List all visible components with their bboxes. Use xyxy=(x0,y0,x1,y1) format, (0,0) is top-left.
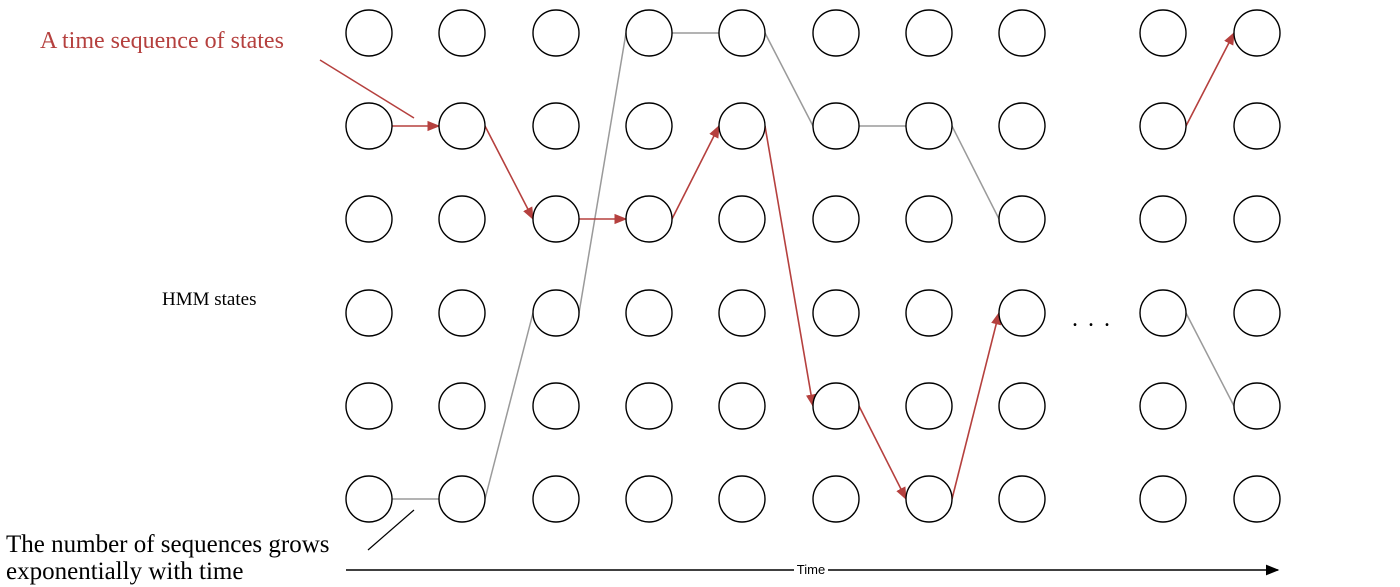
state-node-t6-s1 xyxy=(812,9,860,57)
growth-label-pointer xyxy=(367,509,415,551)
alternate-sequence-path xyxy=(392,32,1235,500)
state-node-t7-s1 xyxy=(905,9,953,57)
state-node-t7-s4 xyxy=(905,289,953,337)
state-node-t1-s2 xyxy=(345,102,393,150)
state-node-t4-s1 xyxy=(625,9,673,57)
state-node-t8-s4 xyxy=(998,289,1046,337)
state-node-t9-s2 xyxy=(1139,102,1187,150)
state-node-t8-s6 xyxy=(998,475,1046,523)
state-node-t1-s4 xyxy=(345,289,393,337)
state-node-t6-s5 xyxy=(812,382,860,430)
state-node-t8-s3 xyxy=(998,195,1046,243)
state-node-t3-s1 xyxy=(532,9,580,57)
state-node-t6-s2 xyxy=(812,102,860,150)
highlighted-transition xyxy=(951,311,1002,500)
state-node-t4-s3 xyxy=(625,195,673,243)
state-node-t1-s5 xyxy=(345,382,393,430)
highlighted-transition xyxy=(858,405,907,501)
state-node-t2-s1 xyxy=(438,9,486,57)
state-node-t3-s3 xyxy=(532,195,580,243)
state-node-t9-s6 xyxy=(1139,475,1187,523)
state-node-t5-s2 xyxy=(718,102,766,150)
state-node-t3-s2 xyxy=(532,102,580,150)
state-node-t10-s4 xyxy=(1233,289,1281,337)
state-node-t3-s4 xyxy=(532,289,580,337)
state-node-t5-s4 xyxy=(718,289,766,337)
state-node-t9-s3 xyxy=(1139,195,1187,243)
state-node-t5-s6 xyxy=(718,475,766,523)
highlighted-sequence-path xyxy=(392,31,1235,501)
alternate-transition xyxy=(578,32,627,314)
state-node-t9-s4 xyxy=(1139,289,1187,337)
state-node-t4-s4 xyxy=(625,289,673,337)
highlighted-transition xyxy=(1185,31,1235,127)
state-node-t1-s3 xyxy=(345,195,393,243)
state-node-t8-s5 xyxy=(998,382,1046,430)
hmm-states-label: HMM states xyxy=(162,289,257,310)
state-node-t9-s1 xyxy=(1139,9,1187,57)
state-node-t2-s2 xyxy=(438,102,486,150)
state-node-t10-s5 xyxy=(1233,382,1281,430)
state-node-t10-s6 xyxy=(1233,475,1281,523)
growth-label: The number of sequences grows exponentia… xyxy=(6,531,330,585)
alternate-transition xyxy=(764,32,814,127)
alternate-transition xyxy=(1185,312,1235,407)
highlighted-transition xyxy=(671,124,720,220)
time-axis-label: Time xyxy=(794,562,828,578)
growth-label-line2: exponentially with time xyxy=(6,558,244,585)
alternate-transition xyxy=(484,312,534,500)
state-node-t8-s2 xyxy=(998,102,1046,150)
state-node-t6-s4 xyxy=(812,289,860,337)
state-node-t5-s5 xyxy=(718,382,766,430)
state-node-t5-s3 xyxy=(718,195,766,243)
state-node-t10-s3 xyxy=(1233,195,1281,243)
sequence-label-pointer xyxy=(319,59,415,119)
state-node-t3-s6 xyxy=(532,475,580,523)
state-node-t4-s5 xyxy=(625,382,673,430)
alternate-transition xyxy=(951,125,1000,220)
state-node-t10-s1 xyxy=(1233,9,1281,57)
state-node-t7-s3 xyxy=(905,195,953,243)
sequence-label: A time sequence of states xyxy=(40,28,284,54)
state-node-t7-s5 xyxy=(905,382,953,430)
state-node-t6-s6 xyxy=(812,475,860,523)
state-node-t6-s3 xyxy=(812,195,860,243)
state-node-t10-s2 xyxy=(1233,102,1281,150)
ellipsis: . . . xyxy=(1072,306,1112,332)
state-node-t4-s6 xyxy=(625,475,673,523)
state-node-t2-s5 xyxy=(438,382,486,430)
growth-label-line1: The number of sequences grows xyxy=(6,531,330,558)
state-node-t7-s6 xyxy=(905,475,953,523)
state-node-t2-s6 xyxy=(438,475,486,523)
state-node-t1-s1 xyxy=(345,9,393,57)
state-node-t3-s5 xyxy=(532,382,580,430)
state-node-t5-s1 xyxy=(718,9,766,57)
state-node-t1-s6 xyxy=(345,475,393,523)
highlighted-transition xyxy=(764,125,817,408)
state-node-t2-s4 xyxy=(438,289,486,337)
state-node-t9-s5 xyxy=(1139,382,1187,430)
state-node-t7-s2 xyxy=(905,102,953,150)
highlighted-transition xyxy=(484,125,534,221)
state-nodes xyxy=(345,9,1281,523)
state-node-t4-s2 xyxy=(625,102,673,150)
state-node-t8-s1 xyxy=(998,9,1046,57)
state-node-t2-s3 xyxy=(438,195,486,243)
